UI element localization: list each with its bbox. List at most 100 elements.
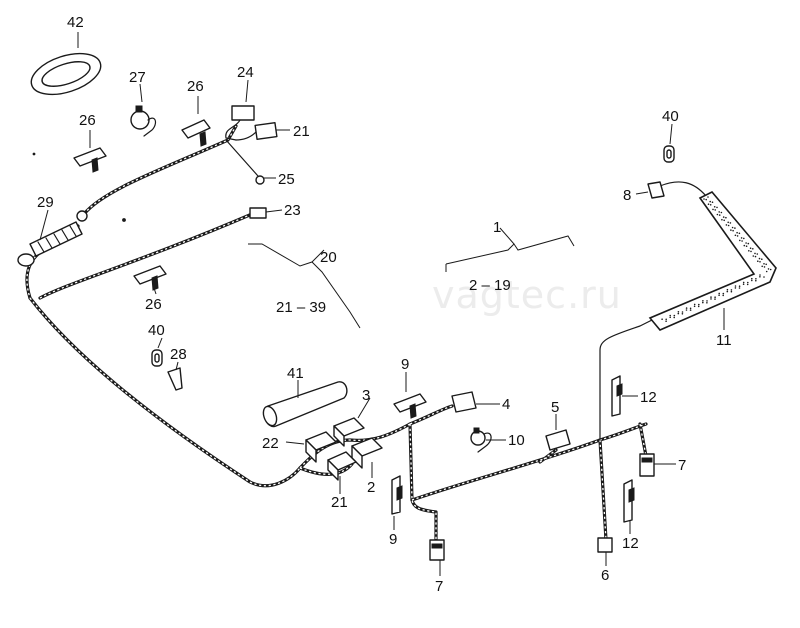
sleeve-stipple-dot — [720, 211, 723, 214]
sleeve-stipple-dot — [689, 309, 692, 311]
sleeve-stipple-dot — [765, 263, 767, 266]
part-26-tape-a — [181, 119, 211, 147]
sleeve-stipple-dot — [730, 289, 733, 291]
sleeve-stipple-dot — [705, 198, 707, 201]
sleeve-stipple-dot — [734, 227, 736, 229]
sleeve-stipple-dot — [730, 229, 732, 231]
part-41-tube — [262, 381, 348, 428]
sleeve-stipple-dot — [673, 316, 675, 319]
sleeve-stipple-dot — [707, 196, 709, 198]
sleeve-stipple-dot — [761, 258, 763, 261]
sleeve-stipple-dot — [725, 224, 728, 226]
callout-4: 4 — [502, 396, 510, 413]
sleeve-11 — [648, 191, 777, 331]
wire-braid-pattern — [409, 405, 453, 425]
sleeve-stipple-dot — [741, 240, 743, 242]
sleeve-stipple-dot — [693, 303, 696, 306]
sleeve-stipple-dot — [714, 298, 716, 300]
callout-27: 27 — [129, 69, 146, 86]
wire-braid-pattern — [39, 213, 253, 299]
part-27-clip — [130, 105, 157, 137]
callout-numbers: 42 27 26 24 21 26 25 29 23 26 40 28 41 3… — [37, 14, 732, 595]
leader-lines — [39, 32, 725, 576]
sleeve-stipple-dot — [713, 206, 716, 208]
sleeve-stipple-dot — [738, 287, 741, 289]
sleeve-stipple-dot — [722, 292, 725, 295]
callout-12-b: 12 — [622, 535, 639, 552]
sleeve-stipple-dot — [718, 214, 721, 216]
sleeve-stipple-dot — [706, 302, 708, 304]
callout-24: 24 — [237, 64, 254, 81]
sleeve-stipple-dot — [755, 279, 757, 282]
connector-23 — [249, 207, 267, 219]
sleeve-stipple-dot — [746, 283, 749, 286]
sleeve-stipple-dot — [767, 268, 770, 270]
sleeve-stipple-dot — [710, 298, 712, 300]
sleeve-stipple-dot — [718, 211, 720, 213]
sleeve-stipple-dot — [706, 300, 708, 302]
part-26-tape-c — [133, 265, 167, 291]
sleeve-stipple-dot — [723, 219, 725, 222]
sleeve-stipple-dot — [716, 206, 718, 209]
sleeve-stipple-dot — [751, 277, 753, 280]
sleeve-stipple-dot — [725, 216, 727, 219]
sleeve-stipple-dot — [745, 242, 747, 244]
connector-4 — [451, 391, 477, 413]
sleeve-stipple-dot — [758, 257, 761, 260]
sleeve-stipple-dot — [689, 307, 692, 310]
sleeve-stipple-dot — [669, 316, 671, 319]
sleeve-stipple-dot — [726, 288, 729, 291]
sleeve-stipple-dot — [718, 292, 720, 295]
callout-7-a: 7 — [678, 457, 686, 474]
callout-21-a: 21 — [293, 123, 310, 140]
callout-3: 3 — [362, 387, 370, 404]
connector-7-left — [429, 539, 445, 561]
print-speck — [32, 152, 36, 156]
sleeve-stipple-dot — [739, 239, 741, 242]
sleeve-stipple-dot — [677, 312, 680, 315]
sleeve-stipple-dot — [681, 313, 684, 315]
sleeve-stipple-dot — [755, 278, 757, 280]
wire-braid-pattern — [539, 449, 557, 463]
sleeve-stipple-dot — [743, 244, 746, 247]
sleeve-stipple-dot — [714, 209, 716, 211]
sleeve-stipple-dot — [731, 226, 734, 229]
callout-29: 29 — [37, 194, 54, 211]
callout-11: 11 — [716, 332, 732, 349]
wire-braid-pattern — [409, 423, 437, 542]
print-speck — [122, 218, 126, 222]
wire-rear-right-loop — [599, 315, 661, 441]
callout-12-a: 12 — [640, 389, 657, 406]
sleeve-stipple-dot — [734, 285, 737, 287]
sleeve-stipple-dot — [703, 198, 705, 200]
callout-40-a: 40 — [148, 322, 165, 339]
sleeve-stipple-dot — [738, 232, 741, 235]
sleeve-stipple-dot — [759, 276, 761, 278]
sleeve-stipple-dot — [738, 285, 741, 288]
connector-5 — [545, 429, 571, 451]
sleeve-stipple-dot — [747, 281, 749, 284]
group-1-number: 1 — [493, 219, 501, 236]
sleeve-stipple-dot — [665, 318, 667, 321]
connector-24 — [225, 105, 255, 141]
part-10-clip — [470, 427, 492, 453]
callout-26-b: 26 — [79, 112, 96, 129]
wire-upper-branch — [82, 124, 238, 216]
sleeve-stipple-dot — [685, 309, 688, 311]
part-42-grommet — [30, 52, 102, 96]
callout-10: 10 — [508, 432, 525, 449]
part-40-clip-right — [663, 145, 675, 163]
sleeve-stipple-dot — [742, 281, 745, 284]
part-28-holder — [167, 367, 183, 391]
sleeve-stipple-dot — [734, 287, 737, 289]
connector-6 — [597, 537, 613, 553]
sleeve-stipple-dot — [709, 204, 712, 206]
sleeve-stipple-dot — [661, 318, 663, 321]
sleeve-stipple-dot — [707, 203, 710, 205]
callout-5: 5 — [551, 399, 559, 416]
wire-braid-pattern — [411, 423, 647, 501]
sleeve-stipple-dot — [711, 201, 714, 203]
sleeve-stipple-dot — [726, 290, 729, 293]
wire-main-diagonal — [28, 296, 302, 488]
